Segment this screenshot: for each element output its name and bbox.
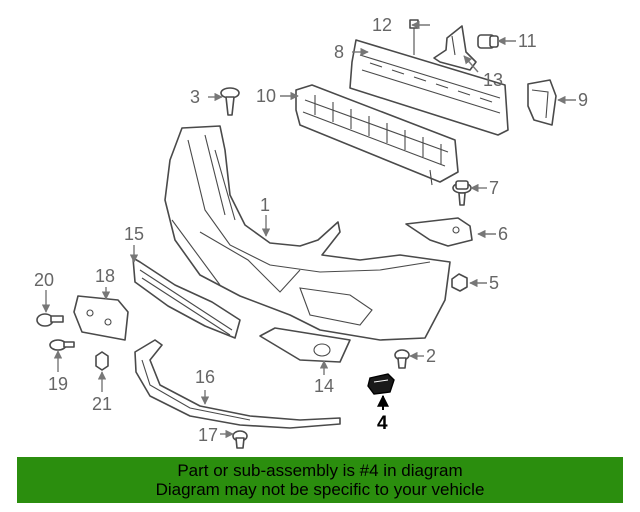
bracket-part-6 bbox=[405, 217, 473, 247]
fog-bezel-part-14 bbox=[259, 327, 351, 363]
bumper-cover-part-1 bbox=[164, 125, 451, 341]
leader-lines bbox=[41, 20, 576, 439]
energy-absorber-part-10 bbox=[295, 84, 459, 186]
nut-part-21 bbox=[95, 351, 109, 371]
callout-4: 4 bbox=[377, 413, 388, 434]
screw-part-3 bbox=[220, 87, 240, 116]
parts-diagram: 1 2 3 4 5 6 7 8 9 10 11 12 13 14 15 16 1… bbox=[34, 15, 588, 449]
callout-11: 11 bbox=[518, 31, 537, 51]
callout-19: 19 bbox=[48, 374, 68, 394]
callout-8: 8 bbox=[334, 42, 344, 62]
callout-14: 14 bbox=[314, 376, 334, 396]
clip-part-11 bbox=[477, 34, 499, 49]
callout-7: 7 bbox=[489, 178, 499, 198]
nut-part-5 bbox=[451, 273, 468, 292]
notice-line-disclaimer: Diagram may not be specific to your vehi… bbox=[155, 480, 485, 499]
lower-grille-part-15 bbox=[132, 257, 241, 339]
bolt-part-20 bbox=[36, 313, 64, 327]
callout-18: 18 bbox=[95, 266, 115, 286]
screw-part-17 bbox=[232, 430, 248, 449]
side-bracket-part-9 bbox=[527, 79, 557, 126]
screw-part-19 bbox=[49, 339, 75, 351]
notice-line-part-number: Part or sub-assembly is #4 in diagram bbox=[177, 461, 463, 480]
callout-6: 6 bbox=[498, 224, 508, 244]
callout-17: 17 bbox=[198, 425, 218, 445]
screw-part-2 bbox=[394, 349, 410, 369]
reinforcement-bar-part-8 bbox=[349, 39, 509, 136]
callout-1: 1 bbox=[260, 195, 270, 215]
valance-part-16 bbox=[134, 339, 341, 429]
callout-2: 2 bbox=[426, 346, 436, 366]
callout-16: 16 bbox=[195, 367, 215, 387]
clip-part-4 bbox=[367, 373, 395, 395]
callout-13: 13 bbox=[483, 70, 503, 90]
callout-15: 15 bbox=[124, 224, 144, 244]
callout-12: 12 bbox=[372, 15, 392, 35]
callout-10: 10 bbox=[256, 86, 276, 106]
diagram-notice-banner: Part or sub-assembly is #4 in diagram Di… bbox=[17, 457, 623, 503]
callout-21: 21 bbox=[92, 394, 112, 414]
callout-labels: 1 2 3 4 5 6 7 8 9 10 11 12 13 14 15 16 1… bbox=[34, 15, 588, 445]
callout-3: 3 bbox=[190, 87, 200, 107]
license-bracket-part-18 bbox=[73, 295, 129, 341]
callout-20: 20 bbox=[34, 270, 54, 290]
bolt-part-7 bbox=[452, 180, 472, 206]
callout-9: 9 bbox=[578, 90, 588, 110]
callout-5: 5 bbox=[489, 273, 499, 293]
